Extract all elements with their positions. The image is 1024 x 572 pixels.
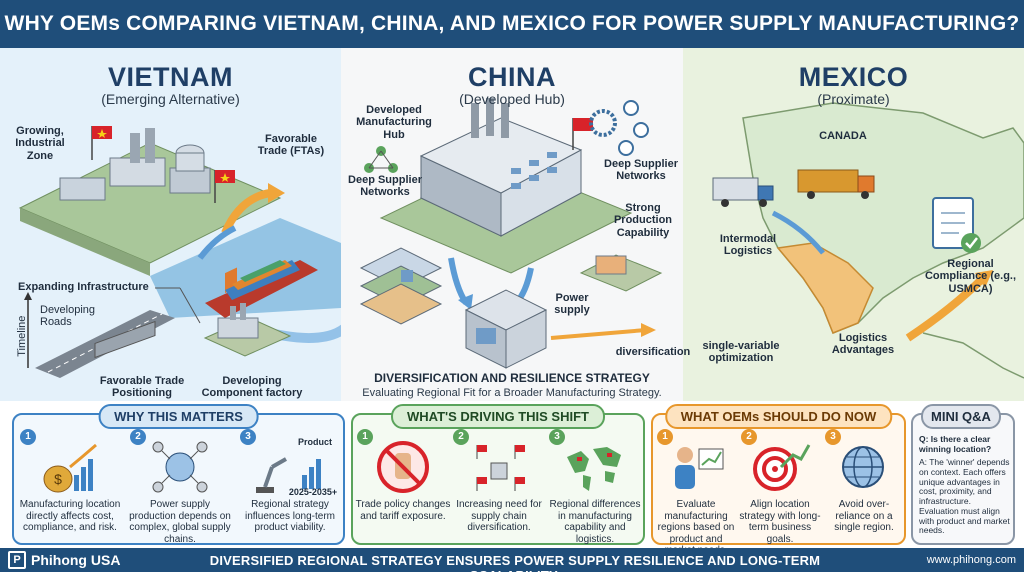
driving-item-text: Increasing need for supply chain diversi…	[456, 499, 542, 533]
vietnam-subtitle: (Emerging Alternative)	[101, 91, 240, 107]
globe-icon	[842, 446, 884, 488]
header-banner: WHY OEMs COMPARING VIETNAM, CHINA, AND M…	[0, 0, 1024, 48]
why-panel-title: WHY THIS MATTERS	[98, 404, 259, 429]
website-link[interactable]: www.phihong.com	[926, 554, 1016, 566]
target-icon	[753, 444, 811, 491]
why-item-text: Power supply production depends on compl…	[129, 499, 231, 545]
driving-item-text: Regional differences in manufacturing ca…	[549, 499, 641, 545]
footer-tagline: DIVERSIFIED REGIONAL STRATEGY ENSURES PO…	[209, 553, 821, 572]
mexico-illustration	[712, 102, 1024, 379]
label-manufacturing-hub: Developed Manufacturing Hub	[356, 104, 432, 141]
do-item-2: 2 Align location strategy with long-term…	[739, 429, 821, 545]
qa-panel-title: MINI Q&A	[921, 404, 1001, 429]
money-growth-icon: $	[43, 443, 97, 493]
strategy-subtitle: Evaluating Regional Fit for a Broader Ma…	[362, 387, 662, 399]
vietnam-title: VIETNAM	[108, 62, 233, 92]
what-oems-should-do-panel: WHAT OEMs SHOULD DO NOW 1 Evaluate manuf…	[651, 404, 906, 556]
label-component-factory: Developing Component factory	[201, 375, 303, 400]
do-panel-title: WHAT OEMs SHOULD DO NOW	[664, 404, 893, 429]
vietnam-illustration	[18, 126, 341, 378]
label-supplier-networks-right: Deep Supplier Networks	[604, 158, 678, 183]
label-expanding-infrastructure: Expanding Infrastructure	[18, 281, 149, 293]
why-item-1: 1 $ Manufacturing location directly affe…	[18, 429, 122, 541]
vietnam-column: VIETNAM (Emerging Alternative) Growing, …	[0, 48, 341, 401]
do-item-text: Avoid over-reliance on a single region.	[834, 499, 894, 533]
driving-item-text: Trade policy changes and tariff exposure…	[355, 499, 451, 522]
phihong-logo-icon: P	[8, 551, 26, 569]
driving-item-number: 3	[549, 429, 565, 445]
do-item-number: 3	[825, 429, 841, 445]
do-item-number: 1	[657, 429, 673, 445]
do-item-number: 2	[741, 429, 757, 445]
chart-label-product: Product	[297, 437, 332, 447]
global-network-icon	[152, 441, 208, 493]
label-supplier-networks-left: Deep Supplier Networks	[348, 174, 422, 199]
page-title: WHY OEMs COMPARING VIETNAM, CHINA, AND M…	[4, 12, 1020, 35]
driving-item-number: 2	[453, 429, 469, 445]
mexico-column: MEXICO (Proximate) CANADA Intermodal Log…	[683, 48, 1024, 401]
label-canada: CANADA	[819, 130, 867, 142]
why-item-text: Manufacturing location directly affects …	[19, 499, 121, 533]
mini-qa-panel: MINI Q&A Q: Is there a clear winning loc…	[911, 404, 1015, 545]
label-industrial-zone: Growing, Industrial Zone	[15, 125, 65, 162]
chart-label-years: 2025-2035+	[288, 487, 338, 497]
strategy-title: DIVERSIFICATION AND RESILIENCE STRATEGY	[374, 371, 650, 385]
why-item-number: 3	[240, 429, 256, 445]
label-diversification: diversification	[615, 346, 691, 358]
china-column: CHINA (Developed Hub) Developed Manufact…	[341, 48, 683, 401]
svg-text:$: $	[54, 471, 62, 487]
prohibited-hand-icon	[377, 441, 429, 493]
world-map-icon	[567, 447, 621, 491]
mexico-title: MEXICO	[798, 62, 909, 92]
china-illustration	[359, 98, 663, 369]
why-this-matters-panel: WHY THIS MATTERS 1 $ Manufacturing locat…	[12, 404, 345, 545]
flags-network-icon	[476, 445, 525, 491]
qa-question: Q: Is there a clear winning location?	[919, 434, 992, 454]
label-developing-roads: Developing Roads	[40, 304, 96, 329]
robot-arm-chart-icon	[256, 457, 321, 493]
why-item-number: 2	[130, 429, 146, 445]
driving-item-number: 1	[357, 429, 373, 445]
why-item-3: 3 Product 2025-2035+ Regional strategy i…	[238, 429, 342, 541]
label-regional-compliance: Regional Compliance (e.g., USMCA)	[924, 258, 1017, 295]
china-title: CHINA	[468, 62, 556, 92]
label-intermodal-logistics: Intermodal Logistics	[719, 233, 777, 258]
label-trade-positioning: Favorable Trade Positioning	[99, 375, 185, 400]
driving-item-2: 2 Increasing need for supply chain diver…	[451, 429, 547, 541]
brand-name: Phihong USA	[31, 552, 121, 568]
mexico-subtitle: (Proximate)	[817, 91, 890, 107]
label-logistics-advantages: Logistics Advantages	[831, 332, 895, 357]
driving-panel-title: WHAT'S DRIVING THIS SHIFT	[391, 404, 605, 429]
qa-content: Q: Is there a clear winning location? A:…	[919, 434, 1011, 536]
why-item-text: Regional strategy influences long-term p…	[244, 499, 336, 533]
driving-item-1: 1 Trade policy changes and tariff exposu…	[355, 429, 451, 541]
analyst-icon	[675, 447, 724, 489]
label-timeline: Timeline	[15, 315, 28, 357]
do-item-text: Align location strategy with long-term b…	[739, 499, 821, 545]
label-single-variable-optimization: single-variable optimization	[702, 340, 780, 365]
china-subtitle: (Developed Hub)	[459, 91, 565, 107]
whats-driving-panel: WHAT'S DRIVING THIS SHIFT 1 Trade policy…	[351, 404, 645, 545]
do-item-1: 1 Evaluate manufacturing regions based o…	[655, 429, 737, 556]
label-power-supply: Power supply	[554, 292, 590, 317]
why-item-number: 1	[20, 429, 36, 445]
why-item-2: 2 Power supply production depends on com…	[128, 429, 232, 545]
qa-answer: A: The 'winner' depends on context. Each…	[919, 457, 1010, 536]
label-production-capability: Strong Production Capability	[613, 202, 673, 239]
strategy-caption: DIVERSIFICATION AND RESILIENCE STRATEGY …	[341, 371, 683, 399]
footer-bar: P Phihong USA DIVERSIFIED REGIONAL STRAT…	[0, 548, 1024, 572]
do-item-3: 3 Avoid over-reliance on a single region…	[823, 429, 905, 541]
driving-item-3: 3 Regional differences in manufacturing …	[547, 429, 643, 545]
brand[interactable]: P Phihong USA	[8, 551, 120, 569]
label-favorable-trade: Favorable Trade (FTAs)	[257, 133, 325, 158]
